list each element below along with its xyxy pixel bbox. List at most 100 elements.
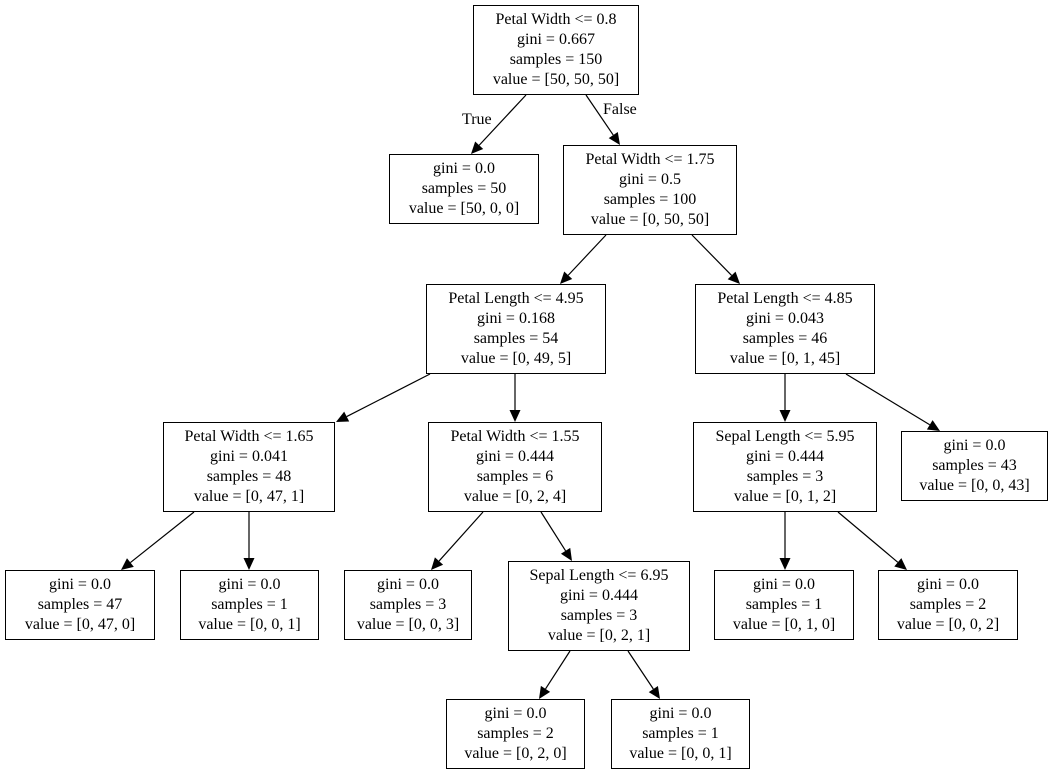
edge-n7-n14 [837,511,899,563]
node-gini: gini = 0.0 [917,576,979,593]
node-samples: samples = 2 [909,596,987,613]
tree-node-n15: gini = 0.0 samples = 2 value = [0, 2, 0] [446,699,585,769]
node-samples: samples = 3 [560,607,638,624]
tree-node-n14: gini = 0.0 samples = 2 value = [0, 0, 2] [878,570,1018,640]
node-gini: gini = 0.0 [49,576,111,593]
node-gini: gini = 0.0 [753,576,815,593]
node-value: value = [0, 2, 1] [547,627,651,644]
node-gini: gini = 0.0 [484,705,547,722]
node-samples: samples = 3 [369,596,447,613]
node-value: value = [0, 50, 50] [590,211,710,228]
node-samples: samples = 6 [476,468,554,485]
node-split-condition: Petal Width <= 1.55 [450,428,580,445]
edge-n12-n15 [545,650,571,690]
arrowhead-n5-n9 [121,558,134,570]
node-gini: gini = 0.444 [746,448,824,465]
node-value: value = [50, 50, 50] [492,71,620,88]
edge-n0-n1 [478,94,527,146]
node-gini: gini = 0.444 [560,587,638,604]
arrowhead-n3-n5 [336,411,350,422]
edge-n4-n8 [845,373,931,426]
node-samples: samples = 1 [211,596,288,613]
arrowhead-n12-n16 [648,685,660,699]
edge-n3-n5 [346,373,431,418]
edge-n6-n11 [438,511,484,562]
arrowhead-n4-n8 [926,420,940,431]
arrowhead-n7-n13 [779,558,791,570]
arrowhead-n7-n14 [894,558,907,570]
node-split-condition: Petal Width <= 1.75 [585,151,715,168]
node-value: value = [0, 1, 2] [733,488,837,505]
node-gini: gini = 0.0 [649,705,712,722]
arrowhead-n12-n15 [539,685,551,699]
node-value: value = [0, 0, 1] [198,616,301,633]
node-split-condition: Sepal Length <= 6.95 [529,567,669,584]
tree-node-n3: Petal Length <= 4.95 gini = 0.168 samples … [426,284,606,374]
tree-node-n13: gini = 0.0 samples = 1 value = [0, 1, 0] [714,570,854,640]
node-samples: samples = 47 [37,596,123,613]
tree-node-n9: gini = 0.0 samples = 47 value = [0, 47, 0] [5,570,155,640]
node-samples: samples = 1 [642,725,719,742]
arrowhead-n3-n6 [509,410,521,422]
node-gini: gini = 0.168 [477,310,555,327]
node-value: value = [0, 1, 45] [729,350,841,367]
node-samples: samples = 54 [473,330,559,347]
node-gini: gini = 0.444 [476,448,554,465]
edge-n5-n9 [130,511,195,564]
tree-node-n10: gini = 0.0 samples = 1 value = [0, 0, 1] [180,570,319,640]
tree-node-n6: Petal Width <= 1.55 gini = 0.444 samples =… [428,422,602,512]
node-split-condition: Petal Width <= 0.8 [495,11,617,28]
node-gini: gini = 0.041 [210,448,288,465]
arrowhead-n0-n1 [471,141,484,154]
node-samples: samples = 3 [746,468,824,485]
arrowhead-n2-n3 [560,271,573,284]
tree-node-n16: gini = 0.0 samples = 1 value = [0, 0, 1] [611,699,750,769]
node-value: value = [0, 0, 2] [896,616,1000,633]
arrowhead-n4-n7 [779,410,791,422]
node-gini: gini = 0.5 [619,171,681,188]
edge-label-true: True [462,111,492,128]
edge-n6-n12 [540,511,567,552]
node-value: value = [0, 0, 43] [919,477,1030,494]
node-value: value = [0, 47, 1] [193,488,305,505]
edge-label-false: False [603,101,637,118]
arrowhead-n2-n4 [727,271,740,284]
node-samples: samples = 1 [745,596,823,613]
node-value: value = [50, 0, 0] [408,200,520,217]
node-samples: samples = 46 [742,330,828,347]
node-samples: samples = 2 [477,725,554,742]
node-gini: gini = 0.0 [433,160,495,177]
node-split-condition: Petal Length <= 4.85 [717,290,853,307]
node-value: value = [0, 1, 0] [732,616,836,633]
edge-n2-n3 [567,234,607,276]
tree-node-n7: Sepal Length <= 5.95 gini = 0.444 samples … [693,422,877,512]
tree-node-n12: Sepal Length <= 6.95 gini = 0.444 samples … [508,561,690,651]
node-value: value = [0, 2, 4] [463,488,567,505]
node-value: value = [0, 49, 5] [460,350,572,367]
node-gini: gini = 0.667 [517,31,595,48]
tree-node-n0: Petal Width <= 0.8 gini = 0.667 samples = … [473,5,639,95]
node-gini: gini = 0.0 [377,576,439,593]
node-split-condition: Sepal Length <= 5.95 [715,428,855,445]
node-value: value = [0, 0, 1] [629,745,732,762]
node-value: value = [0, 2, 0] [464,745,567,762]
tree-node-n4: Petal Length <= 4.85 gini = 0.043 samples … [695,284,875,374]
arrowhead-n6-n12 [560,547,572,561]
edge-n0-n2 [585,94,614,136]
node-split-condition: Petal Width <= 1.65 [184,428,314,445]
node-gini: gini = 0.043 [746,310,824,327]
node-samples: samples = 43 [932,457,1017,474]
node-value: value = [0, 47, 0] [24,616,136,633]
node-samples: samples = 100 [603,191,697,208]
node-samples: samples = 150 [509,51,603,68]
node-gini: gini = 0.0 [218,576,281,593]
edge-n12-n16 [627,650,654,690]
arrowhead-n0-n2 [608,131,620,145]
node-split-condition: Petal Length <= 4.95 [448,290,584,307]
